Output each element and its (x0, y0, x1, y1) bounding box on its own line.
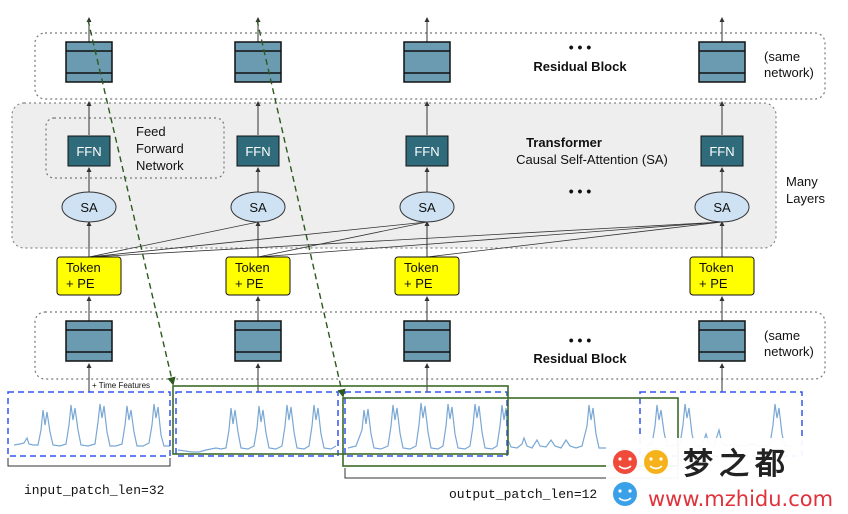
token-line2-1: + PE (66, 276, 95, 291)
input-patch-box (7, 391, 171, 457)
bottom-arrows (86, 296, 725, 392)
watermark-cn: 梦之都 (683, 447, 791, 482)
top-residual-region (34, 32, 826, 100)
signal-output (347, 402, 606, 450)
transformer-arrows (86, 101, 725, 257)
ffn-legend-box (45, 117, 225, 179)
residual-block-top-1 (65, 41, 113, 83)
token-box-1: Token+ PE (56, 256, 122, 296)
token-line1-4: Token (699, 260, 734, 275)
sa-label-2: SA (249, 200, 267, 215)
token-line2-2: + PE (235, 276, 264, 291)
watermark-logo-icon (613, 450, 668, 506)
sa-label-1: SA (80, 200, 98, 215)
bottom-ellipsis: • • • (569, 332, 592, 348)
token-line2-3: + PE (404, 276, 433, 291)
token-line1-1: Token (66, 260, 101, 275)
top-output-arrows (86, 17, 725, 42)
signal-middle (177, 404, 337, 453)
residual-block-bottom-1 (65, 320, 113, 362)
sa-node-4: SA (694, 191, 750, 223)
residual-block-bottom-2 (234, 320, 282, 362)
ffn-label-1: FFN (76, 144, 101, 159)
residual-block-top-4 (698, 41, 746, 83)
residual-block-top-3 (403, 41, 451, 83)
top-ellipsis: • • • (569, 39, 592, 55)
bottom-residual-title: Residual Block (533, 351, 627, 366)
watermark: 梦之都 www.mzhidu.com (606, 438, 846, 512)
residual-block-top-2 (234, 41, 282, 83)
signal-input (13, 403, 170, 447)
input-patch-label: input_patch_len=32 (24, 483, 164, 498)
causal-attention-lines (88, 221, 723, 258)
sa-node-2: SA (230, 191, 286, 223)
transformer-ellipsis: • • • (569, 183, 592, 199)
token-box-4: Token+ PE (689, 256, 755, 296)
residual-block-bottom-3 (403, 320, 451, 362)
ffn-box-1: FFN (67, 135, 111, 167)
bottom-side-note-2: network) (764, 344, 814, 359)
token-line1-3: Token (404, 260, 439, 275)
transformer-title: Transformer (526, 135, 602, 150)
watermark-backdrop (606, 438, 846, 512)
output-patch-label: output_patch_len=12 (449, 487, 597, 502)
sa-node-1: SA (61, 191, 117, 223)
top-residual-blocks (65, 41, 746, 83)
patch-box-3 (344, 391, 508, 457)
watermark-url: www.mzhidu.com (648, 487, 833, 511)
token-box-3: Token+ PE (394, 256, 460, 296)
patch-box-2 (175, 391, 339, 457)
patch-box-4 (639, 391, 803, 457)
token-box-2: Token+ PE (225, 256, 291, 296)
output-patch-box-1 (172, 385, 509, 455)
sa-label-3: SA (418, 200, 436, 215)
sa-nodes: SA SA SA SA (61, 191, 750, 223)
top-side-note-1: (same (764, 49, 800, 64)
ffn-box-3: FFN (405, 135, 449, 167)
token-line1-2: Token (235, 260, 270, 275)
time-features-label: + Time Features (92, 381, 150, 390)
prediction-arrows (87, 19, 346, 398)
top-residual-title: Residual Block (533, 59, 627, 74)
ffn-legend-line1: Feed (136, 124, 166, 139)
token-boxes: Token+ PE Token+ PE Token+ PE Token+ PE (56, 256, 755, 296)
many-layers-2: Layers (786, 191, 826, 206)
ffn-legend-line3: Network (136, 158, 184, 173)
ffn-box-4: FFN (700, 135, 744, 167)
ffn-boxes: FFN FFN FFN FFN (67, 135, 744, 167)
residual-block-bottom-4 (698, 320, 746, 362)
token-line2-4: + PE (699, 276, 728, 291)
sa-label-4: SA (713, 200, 731, 215)
ffn-label-4: FFN (709, 144, 734, 159)
output-patch-box-2 (342, 397, 679, 467)
sa-node-3: SA (399, 191, 455, 223)
top-side-note-2: network) (764, 65, 814, 80)
ffn-label-2: FFN (245, 144, 270, 159)
ffn-legend-line2: Forward (136, 141, 184, 156)
bottom-residual-region (34, 311, 826, 380)
bottom-side-note-1: (same (764, 328, 800, 343)
bottom-residual-blocks (65, 320, 746, 362)
many-layers-1: Many (786, 174, 818, 189)
ffn-box-2: FFN (236, 135, 280, 167)
ffn-label-3: FFN (414, 144, 439, 159)
input-patch-bracket (7, 458, 171, 467)
transformer-region (11, 102, 777, 249)
transformer-subtitle: Causal Self-Attention (SA) (516, 152, 668, 167)
